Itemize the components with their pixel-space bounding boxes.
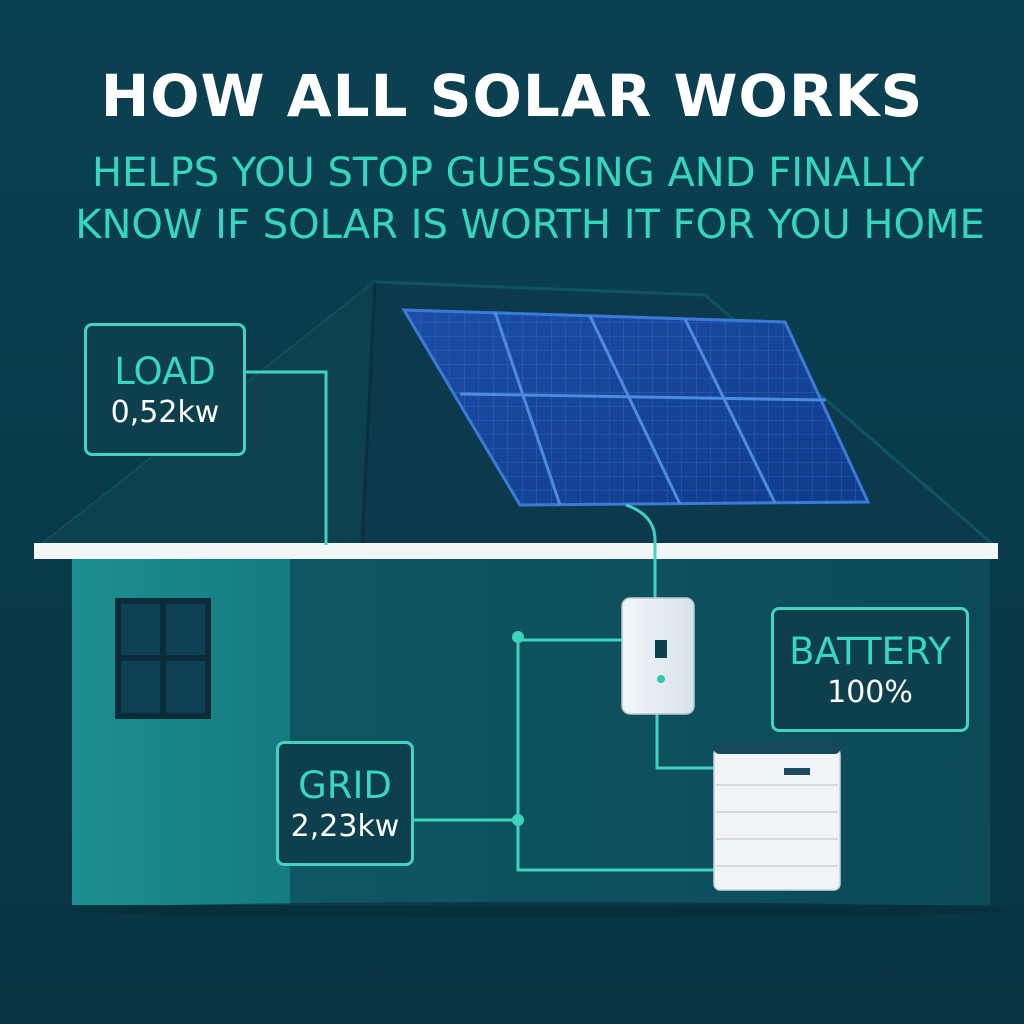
battery-title: BATTERY bbox=[789, 630, 951, 673]
battery-label-box: BATTERY 100% bbox=[771, 607, 969, 732]
load-title: LOAD bbox=[114, 350, 216, 393]
subtitle-line-1: HELPS YOU STOP GUESSING AND FINALLY bbox=[91, 150, 925, 196]
ground-shadow bbox=[70, 902, 1010, 918]
eave-trim bbox=[34, 543, 998, 559]
grid-title: GRID bbox=[298, 764, 392, 807]
solar-panel-icon bbox=[401, 308, 871, 507]
grid-value: 2,23kw bbox=[290, 809, 400, 844]
load-label-box: LOAD 0,52kw bbox=[84, 323, 246, 456]
battery-unit-icon bbox=[713, 742, 841, 891]
grid-label-box: GRID 2,23kw bbox=[276, 741, 414, 866]
load-value: 0,52kw bbox=[110, 395, 220, 430]
page-title: HOW ALL SOLAR WORKS bbox=[100, 62, 924, 130]
junction-dot bbox=[512, 631, 524, 643]
inverter-icon bbox=[621, 597, 695, 715]
window-icon bbox=[115, 598, 211, 719]
wiring bbox=[246, 370, 714, 872]
junction-dot bbox=[512, 814, 524, 826]
battery-value: 100% bbox=[827, 675, 913, 710]
subtitle-line-2: KNOW IF SOLAR IS WORTH IT FOR YOU HOME bbox=[75, 202, 985, 248]
